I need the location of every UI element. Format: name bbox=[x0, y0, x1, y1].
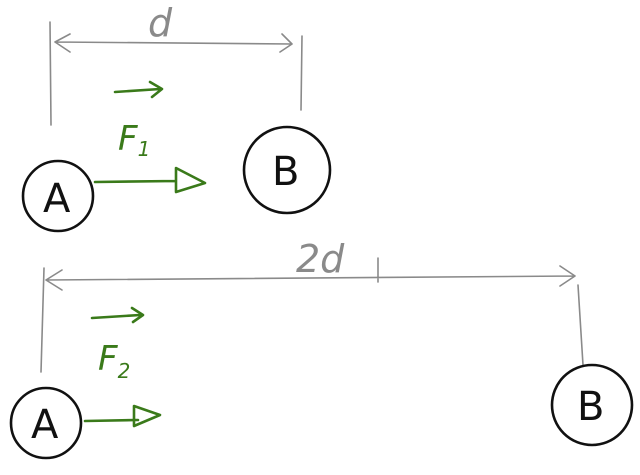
bottom-node-a bbox=[9, 386, 83, 460]
bottom-force-label: F2 bbox=[98, 339, 130, 383]
top-right-extension-line bbox=[300, 35, 303, 111]
top-left-extension-line bbox=[49, 21, 52, 126]
bottom-distance-label: 2d bbox=[296, 237, 345, 281]
top-force-arrow bbox=[93, 166, 207, 194]
top-dimension-arrow bbox=[54, 33, 293, 53]
top-force-label: F1 bbox=[118, 119, 150, 161]
top-node-b bbox=[242, 125, 332, 215]
top-force-vector-arrow-icon bbox=[113, 80, 164, 99]
top-distance-label: d bbox=[148, 1, 173, 45]
top-node-a bbox=[21, 159, 95, 233]
bottom-force-arrow bbox=[83, 404, 162, 428]
top-node-a-label: A bbox=[43, 176, 71, 222]
bottom-force-vector-arrow-icon bbox=[90, 306, 145, 324]
bottom-node-b-label: B bbox=[577, 384, 604, 430]
bottom-right-extension-line bbox=[577, 284, 584, 366]
bottom-node-a-label: A bbox=[31, 402, 59, 448]
bottom-scenario: 2d F2 A B bbox=[9, 237, 634, 460]
bottom-left-extension-line bbox=[40, 267, 45, 373]
top-scenario: d F1 A B bbox=[21, 1, 332, 233]
top-node-b-label: B bbox=[272, 149, 299, 195]
bottom-node-b bbox=[550, 363, 634, 447]
bottom-dimension-arrow bbox=[45, 257, 576, 291]
